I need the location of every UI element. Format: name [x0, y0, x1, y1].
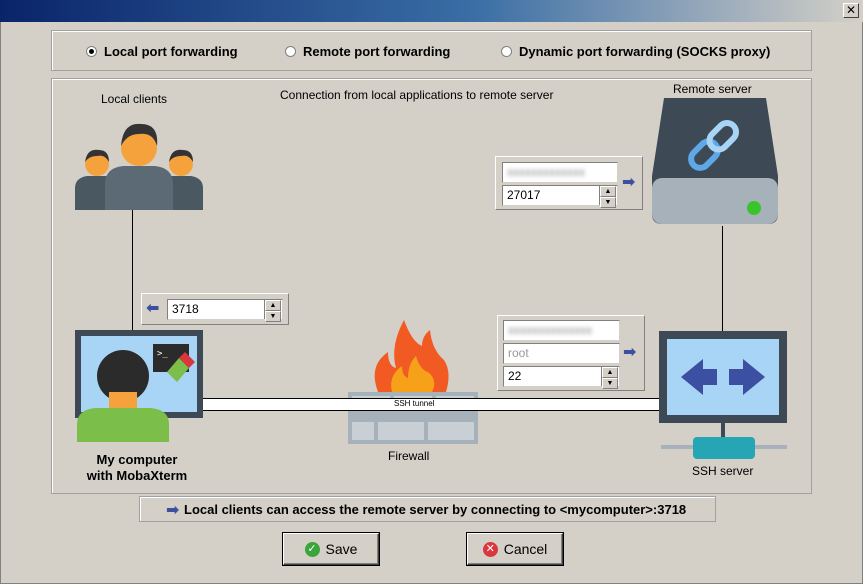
connector-line	[132, 210, 133, 330]
ssh-server-host-value: xxxxxxxxxxxxxx	[508, 323, 592, 337]
close-icon: ✕	[845, 3, 857, 17]
left-arrow-icon: ⬅	[146, 300, 160, 317]
right-arrow-icon: ➡	[622, 174, 636, 191]
remote-server-label: Remote server	[673, 82, 752, 96]
info-message: Local clients can access the remote serv…	[184, 501, 687, 517]
diagram-panel	[51, 78, 812, 494]
cancel-button[interactable]: ✕ Cancel	[467, 533, 563, 565]
radio-label: Remote port forwarding	[303, 44, 451, 59]
forwarded-port-field[interactable]: 3718	[167, 299, 283, 320]
my-computer-icon: >_	[75, 330, 203, 442]
remote-host-field[interactable]: xxxxxxxxxxxxx	[502, 162, 618, 183]
firewall-icon	[348, 320, 478, 444]
save-button-label: Save	[325, 541, 358, 557]
radio-label: Dynamic port forwarding (SOCKS proxy)	[519, 44, 771, 59]
ssh-tunnel-label: SSH tunnel	[394, 399, 435, 408]
ssh-server-icon	[659, 331, 787, 459]
ssh-server-label: SSH server	[692, 464, 754, 478]
radio-dot-selected	[86, 46, 97, 57]
connector-line	[722, 226, 723, 332]
ssh-login-field[interactable]: root	[503, 343, 620, 364]
remote-port-value: 27017	[507, 188, 541, 202]
radio-dot	[501, 46, 512, 57]
remote-port-spinner[interactable]: ▲▼	[599, 186, 616, 208]
remote-host-value: xxxxxxxxxxxxx	[507, 165, 585, 179]
title-bar: ✕	[0, 0, 863, 22]
check-icon: ✓	[304, 541, 320, 557]
ssh-server-host-field[interactable]: xxxxxxxxxxxxxx	[503, 320, 620, 341]
cancel-button-label: Cancel	[503, 541, 548, 557]
save-button[interactable]: ✓ Save	[283, 533, 379, 565]
radio-dot	[285, 46, 296, 57]
local-clients-icon	[75, 123, 203, 210]
ssh-login-placeholder: root	[508, 346, 529, 360]
ssh-port-field[interactable]: 22	[503, 366, 620, 387]
my-computer-label: My computer with MobaXterm	[86, 452, 188, 483]
radio-local-forwarding[interactable]: Local port forwarding	[86, 44, 238, 59]
cancel-icon: ✕	[482, 541, 498, 557]
diagram-heading: Connection from local applications to re…	[280, 88, 554, 102]
right-arrow-icon: ➡	[623, 344, 637, 361]
forwarded-port-spinner[interactable]: ▲▼	[264, 300, 281, 322]
remote-port-field[interactable]: 27017	[502, 185, 618, 206]
radio-remote-forwarding[interactable]: Remote port forwarding	[285, 44, 450, 59]
firewall-label: Firewall	[388, 449, 430, 463]
close-button[interactable]: ✕	[843, 3, 859, 18]
right-arrow-icon: ➡	[166, 502, 180, 519]
remote-server-icon	[652, 98, 778, 224]
mode-selector-group	[51, 30, 812, 71]
local-clients-label: Local clients	[101, 92, 168, 106]
radio-label: Local port forwarding	[104, 44, 238, 59]
forwarded-port-value: 3718	[172, 302, 199, 316]
ssh-port-value: 22	[508, 369, 522, 383]
svg-text:>_: >_	[157, 349, 168, 359]
info-message-box: ➡ Local clients can access the remote se…	[139, 496, 716, 522]
ssh-tunnel	[203, 398, 661, 411]
radio-dynamic-forwarding[interactable]: Dynamic port forwarding (SOCKS proxy)	[501, 44, 770, 59]
ssh-port-spinner[interactable]: ▲▼	[601, 367, 618, 389]
